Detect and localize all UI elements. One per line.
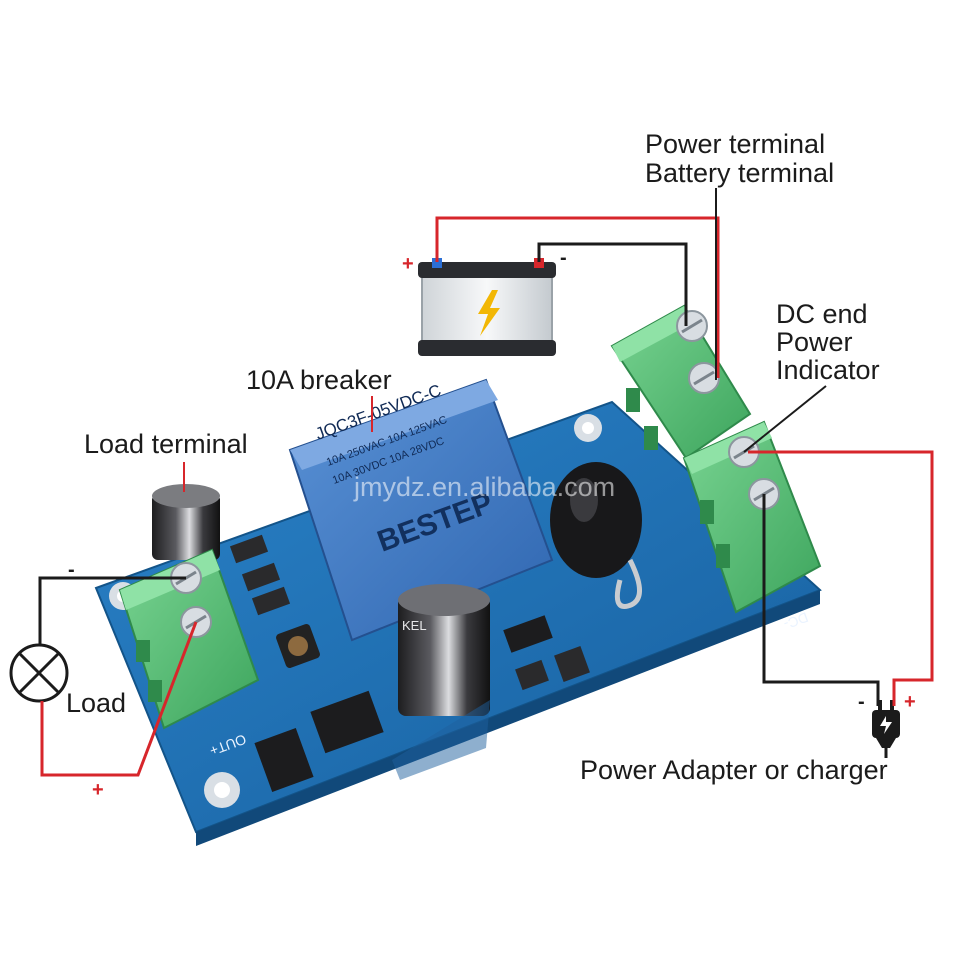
capacitor-large: KEL bbox=[398, 584, 490, 716]
wire-dc-minus bbox=[762, 494, 880, 706]
wire-battery-plus bbox=[435, 216, 720, 378]
power-label: Power bbox=[776, 327, 853, 357]
lightning-icon bbox=[478, 290, 500, 336]
battery-icon bbox=[418, 258, 556, 356]
battery-minus-sign: - bbox=[560, 247, 567, 269]
adapter-label: Power Adapter or charger bbox=[580, 755, 888, 785]
wire-load-plus bbox=[40, 621, 198, 777]
load-plus-sign: + bbox=[92, 779, 104, 801]
wire-dc-plus bbox=[748, 450, 934, 706]
load-terminal-label: Load terminal bbox=[84, 429, 248, 459]
indicator-label: Indicator bbox=[776, 355, 880, 385]
adapter-minus-sign: - bbox=[858, 691, 865, 713]
wire-battery-minus bbox=[537, 242, 688, 326]
terminal-battery bbox=[610, 304, 752, 460]
load-minus-sign: - bbox=[68, 559, 75, 581]
breaker-label: 10A breaker bbox=[246, 365, 392, 395]
battery-plus-sign: + bbox=[402, 253, 414, 275]
power-terminal-label: Power terminal bbox=[645, 129, 826, 159]
relay: JQC3F-05VDC-C 10A 250VAC 10A 125VAC 10A … bbox=[288, 378, 554, 642]
wire-load-minus bbox=[38, 576, 186, 645]
inductor bbox=[550, 462, 642, 609]
adapter-plus-sign: + bbox=[904, 691, 916, 713]
capacitor-small bbox=[152, 484, 220, 560]
pointer-indicator bbox=[743, 385, 827, 453]
lamp-icon bbox=[9, 643, 69, 703]
smd-components bbox=[229, 534, 590, 792]
mounting-holes bbox=[109, 414, 602, 808]
watermark: jmydz.en.alibaba.com bbox=[353, 472, 615, 502]
battery-terminal-label: Battery terminal bbox=[645, 158, 835, 188]
plug-icon bbox=[872, 700, 900, 758]
capacitor-text: KEL bbox=[402, 618, 427, 633]
wires bbox=[38, 188, 934, 777]
dc-end-label: DC end bbox=[776, 299, 868, 329]
load-label: Load bbox=[66, 688, 127, 718]
pcb-board-edge bbox=[196, 590, 820, 846]
